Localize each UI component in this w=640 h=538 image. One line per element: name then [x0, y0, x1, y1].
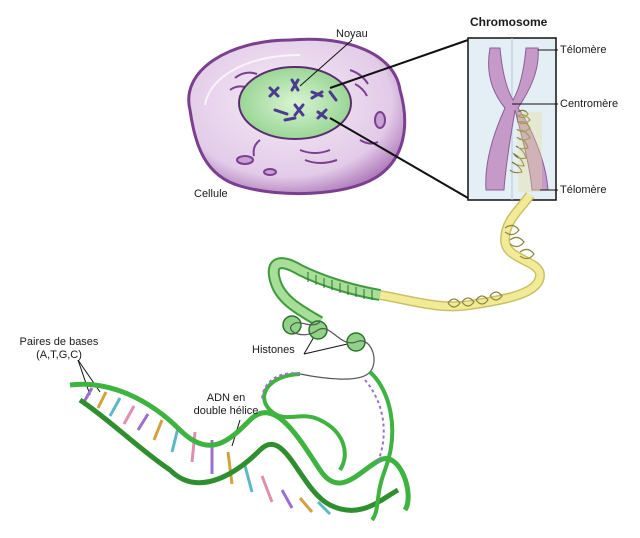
label-telomere-top: Télomère [560, 44, 607, 56]
zoom-lines [329, 39, 469, 199]
base-pairs [82, 387, 332, 516]
leader-lines [77, 39, 558, 447]
label-telomere-bottom: Télomère [560, 184, 607, 196]
label-adn-line2: double hélice [193, 405, 259, 417]
dna-helix [69, 370, 411, 522]
histones [282, 315, 375, 380]
label-adn: ADN en double hélice [186, 392, 266, 418]
label-chromosome: Chromosome [470, 15, 548, 29]
label-adn-line1: ADN en [206, 392, 246, 404]
label-noyau: Noyau [336, 28, 368, 40]
solenoid-fiber [267, 257, 381, 328]
label-histones: Histones [252, 344, 295, 356]
organelles [229, 69, 386, 176]
label-paires-line1: Paires de bases [19, 336, 99, 348]
chromatin-coils [509, 109, 531, 174]
nucleus [238, 66, 352, 140]
label-paires-line2: (A,T,G,C) [36, 349, 82, 361]
label-paires-de-bases: Paires de bases (A,T,G,C) [14, 336, 104, 362]
label-cellule: Cellule [194, 188, 228, 200]
nucleus-chromosomes [268, 78, 338, 122]
cell [187, 37, 407, 196]
chromosome-panel [467, 37, 557, 201]
label-centromere: Centromère [560, 98, 619, 110]
chromosome [485, 47, 549, 191]
chromatin-fiber [379, 192, 546, 312]
